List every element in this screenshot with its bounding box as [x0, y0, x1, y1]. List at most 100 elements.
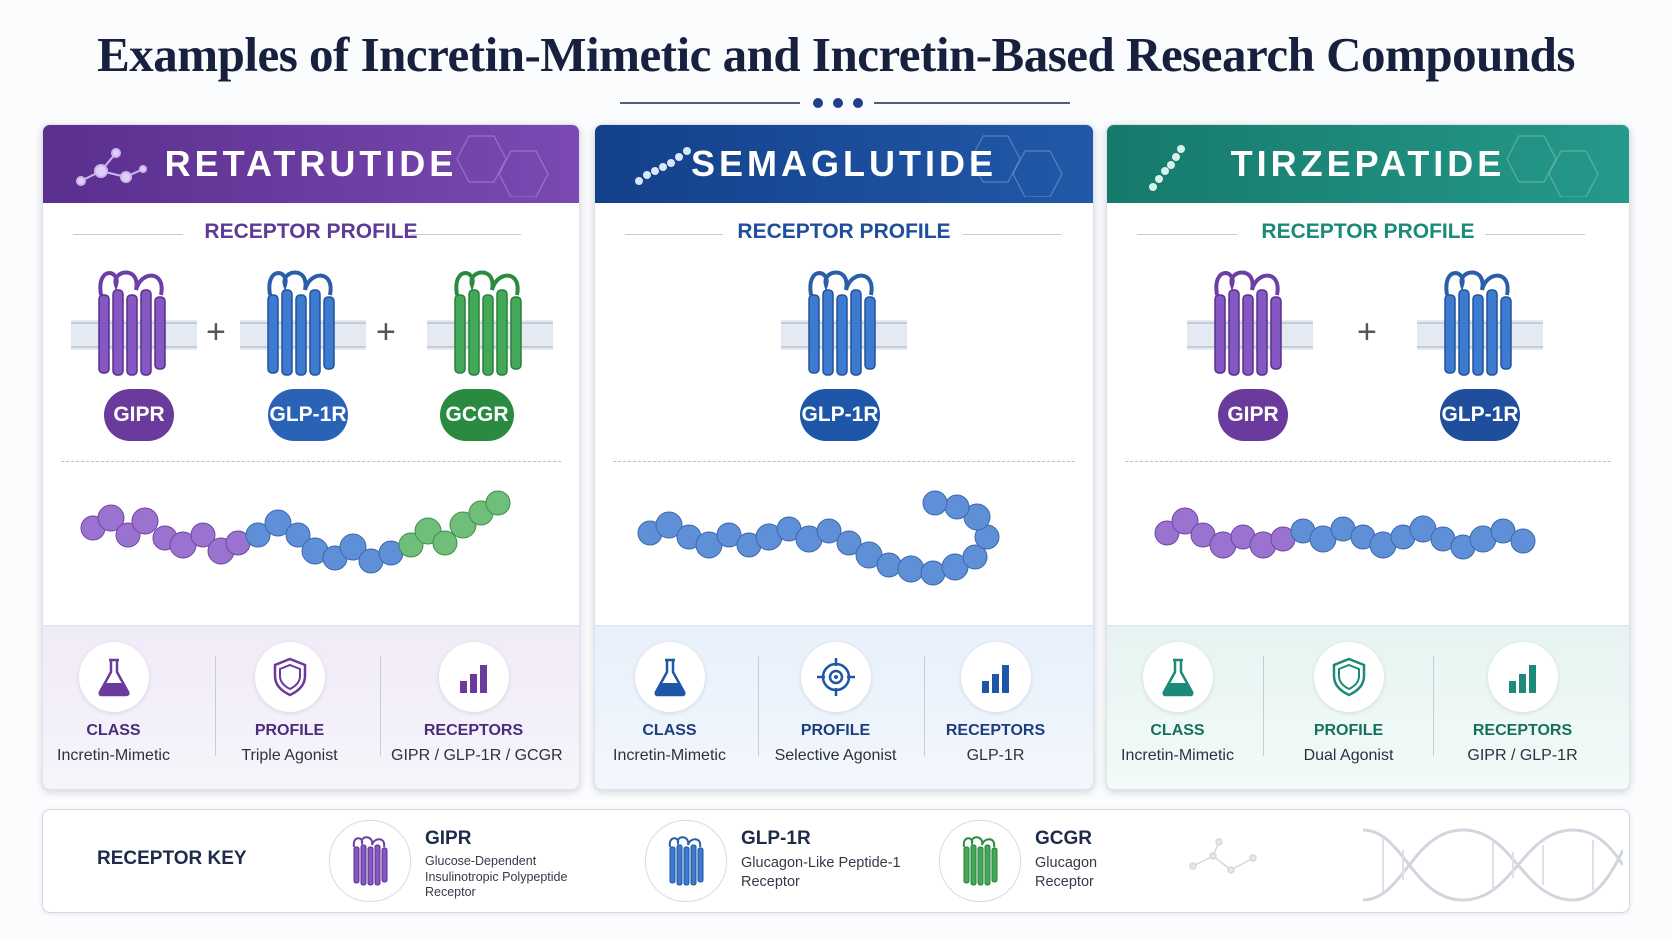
- gipr-key-icon: [329, 820, 411, 902]
- peptide-chain-icon: [635, 147, 691, 185]
- semaglutide-header: SEMAGLUTIDE: [595, 125, 1093, 203]
- retatrutide-stats-panel: CLASS Incretin-Mimetic PROFILE Triple Ag…: [43, 625, 579, 789]
- class-stat: CLASS Incretin-Mimetic: [595, 642, 752, 765]
- tirzepatide-title: TIRZEPATIDE: [1230, 143, 1506, 184]
- dashed-divider: [61, 461, 561, 462]
- class-value: Incretin-Mimetic: [1121, 747, 1234, 764]
- gipr-receptor-icon: [71, 270, 197, 376]
- gipr-badge: GIPR: [104, 389, 174, 441]
- receptor-profile-label: RECEPTOR PROFILE: [737, 220, 951, 243]
- gcgr-key-description: Glucagon Receptor: [1035, 854, 1097, 892]
- divider: [963, 234, 1061, 235]
- glp1r-badge: GLP-1R: [1440, 389, 1520, 441]
- desc-line: Receptor: [741, 873, 800, 890]
- receptors-value: GIPR / GLP-1R / GCGR: [391, 747, 563, 764]
- target-icon: [800, 642, 871, 712]
- gcgr-key-icon: [939, 820, 1021, 902]
- glp1r-key-name: GLP-1R: [741, 828, 811, 849]
- desc-line: Insulinotropic Polypeptide: [425, 869, 568, 884]
- glp1r-receptor-icon: [1417, 270, 1543, 376]
- semaglutide-stats-panel: CLASS Incretin-Mimetic PROFILE Selective…: [595, 625, 1093, 789]
- hexagon-pattern-icon: [970, 135, 1063, 197]
- glp1r-key-icon: [645, 820, 727, 902]
- desc-line: Receptor: [1035, 873, 1094, 890]
- profile-label: PROFILE: [1313, 722, 1384, 739]
- gipr-key-name: GIPR: [425, 828, 472, 849]
- gipr-key-description: Glucose-Dependent Insulinotropic Polypep…: [425, 854, 567, 901]
- bar-chart-icon: [960, 642, 1031, 712]
- receptor-key-panel: RECEPTOR KEY GIPR Glucose-Dependent Insu…: [42, 809, 1630, 913]
- divider: [1433, 656, 1434, 756]
- divider: [1137, 234, 1237, 235]
- profile-value: Dual Agonist: [1303, 747, 1394, 764]
- profile-stat: PROFILE Triple Agonist: [207, 642, 372, 765]
- receptor-profile-label: RECEPTOR PROFILE: [204, 220, 418, 243]
- molecule-decoration-icon: [1189, 838, 1257, 874]
- receptor-profile-label: RECEPTOR PROFILE: [1261, 220, 1475, 243]
- desc-line: Glucagon-Like Peptide-1: [741, 855, 901, 871]
- plus-icon: +: [376, 313, 396, 351]
- divider: [1485, 234, 1585, 235]
- plus-icon: +: [1357, 313, 1377, 351]
- glp1r-badge: GLP-1R: [800, 389, 880, 441]
- glp1r-receptor-icon: [240, 270, 366, 376]
- peptide-chain-icon: [1149, 145, 1185, 191]
- glp1r-key-description: Glucagon-Like Peptide-1 Receptor: [741, 854, 901, 892]
- flask-icon: [78, 642, 149, 712]
- retatrutide-title: RETATRUTIDE: [164, 143, 458, 184]
- peptide-chain-illustration: [637, 490, 1000, 586]
- desc-line: Glucagon: [1035, 855, 1098, 871]
- hexagon-pattern-icon: [456, 135, 549, 197]
- dashed-divider: [1125, 461, 1611, 462]
- profile-label: PROFILE: [254, 722, 325, 739]
- bar-chart-icon: [1487, 642, 1558, 712]
- dashed-divider: [613, 461, 1075, 462]
- molecule-icon: [76, 148, 147, 186]
- gcgr-badge: GCGR: [440, 389, 514, 441]
- divider: [411, 234, 521, 235]
- page-title: Examples of Incretin-Mimetic and Increti…: [97, 27, 1575, 82]
- profile-stat: PROFILE Dual Agonist: [1266, 642, 1431, 765]
- class-label: CLASS: [642, 722, 697, 739]
- receptors-value: GIPR / GLP-1R: [1467, 747, 1578, 764]
- class-stat: CLASS Incretin-Mimetic: [43, 642, 196, 765]
- receptors-label: RECEPTORS: [423, 722, 524, 739]
- tirzepatide-stats-panel: CLASS Incretin-Mimetic PROFILE Dual Agon…: [1107, 625, 1629, 789]
- title-divider: [620, 98, 1070, 108]
- shield-icon: [1313, 642, 1384, 712]
- receptor-key-label: RECEPTOR KEY: [97, 848, 247, 869]
- semaglutide-card: SEMAGLUTIDE RECEPTOR PROFILE GLP-1R CLAS…: [594, 124, 1094, 790]
- dna-helix-icon: [1363, 828, 1623, 902]
- gcgr-key-name: GCGR: [1035, 828, 1092, 849]
- gipr-receptor-icon: [1187, 270, 1313, 376]
- divider: [924, 656, 925, 756]
- desc-line: Glucose-Dependent: [425, 854, 537, 868]
- profile-value: Triple Agonist: [241, 747, 338, 764]
- divider: [73, 234, 183, 235]
- shield-icon: [254, 642, 325, 712]
- divider: [380, 656, 381, 756]
- flask-icon: [634, 642, 705, 712]
- receptors-value: GLP-1R: [966, 747, 1025, 764]
- divider: [1263, 656, 1264, 756]
- hexagon-pattern-icon: [1506, 135, 1599, 197]
- receptors-label: RECEPTORS: [945, 722, 1046, 739]
- tirzepatide-header: TIRZEPATIDE: [1107, 125, 1629, 203]
- glp1r-badge: GLP-1R: [268, 389, 348, 441]
- class-value: Incretin-Mimetic: [613, 747, 726, 764]
- flask-icon: [1142, 642, 1213, 712]
- divider: [625, 234, 723, 235]
- divider: [758, 656, 759, 756]
- tirzepatide-card: TIRZEPATIDE RECEPTOR PROFILE + GIPR GLP-…: [1106, 124, 1630, 790]
- profile-value: Selective Agonist: [774, 747, 897, 764]
- receptors-stat: RECEPTORS GLP-1R: [913, 642, 1078, 765]
- semaglutide-title: SEMAGLUTIDE: [690, 143, 997, 184]
- class-label: CLASS: [86, 722, 141, 739]
- peptide-chain-illustration: [80, 490, 511, 574]
- glp1r-receptor-icon: [781, 270, 907, 376]
- desc-line: Receptor: [425, 885, 476, 900]
- gipr-badge: GIPR: [1218, 389, 1288, 441]
- peptide-chain-illustration: [1154, 507, 1536, 560]
- profile-label: PROFILE: [800, 722, 871, 739]
- gcgr-receptor-icon: [427, 270, 553, 376]
